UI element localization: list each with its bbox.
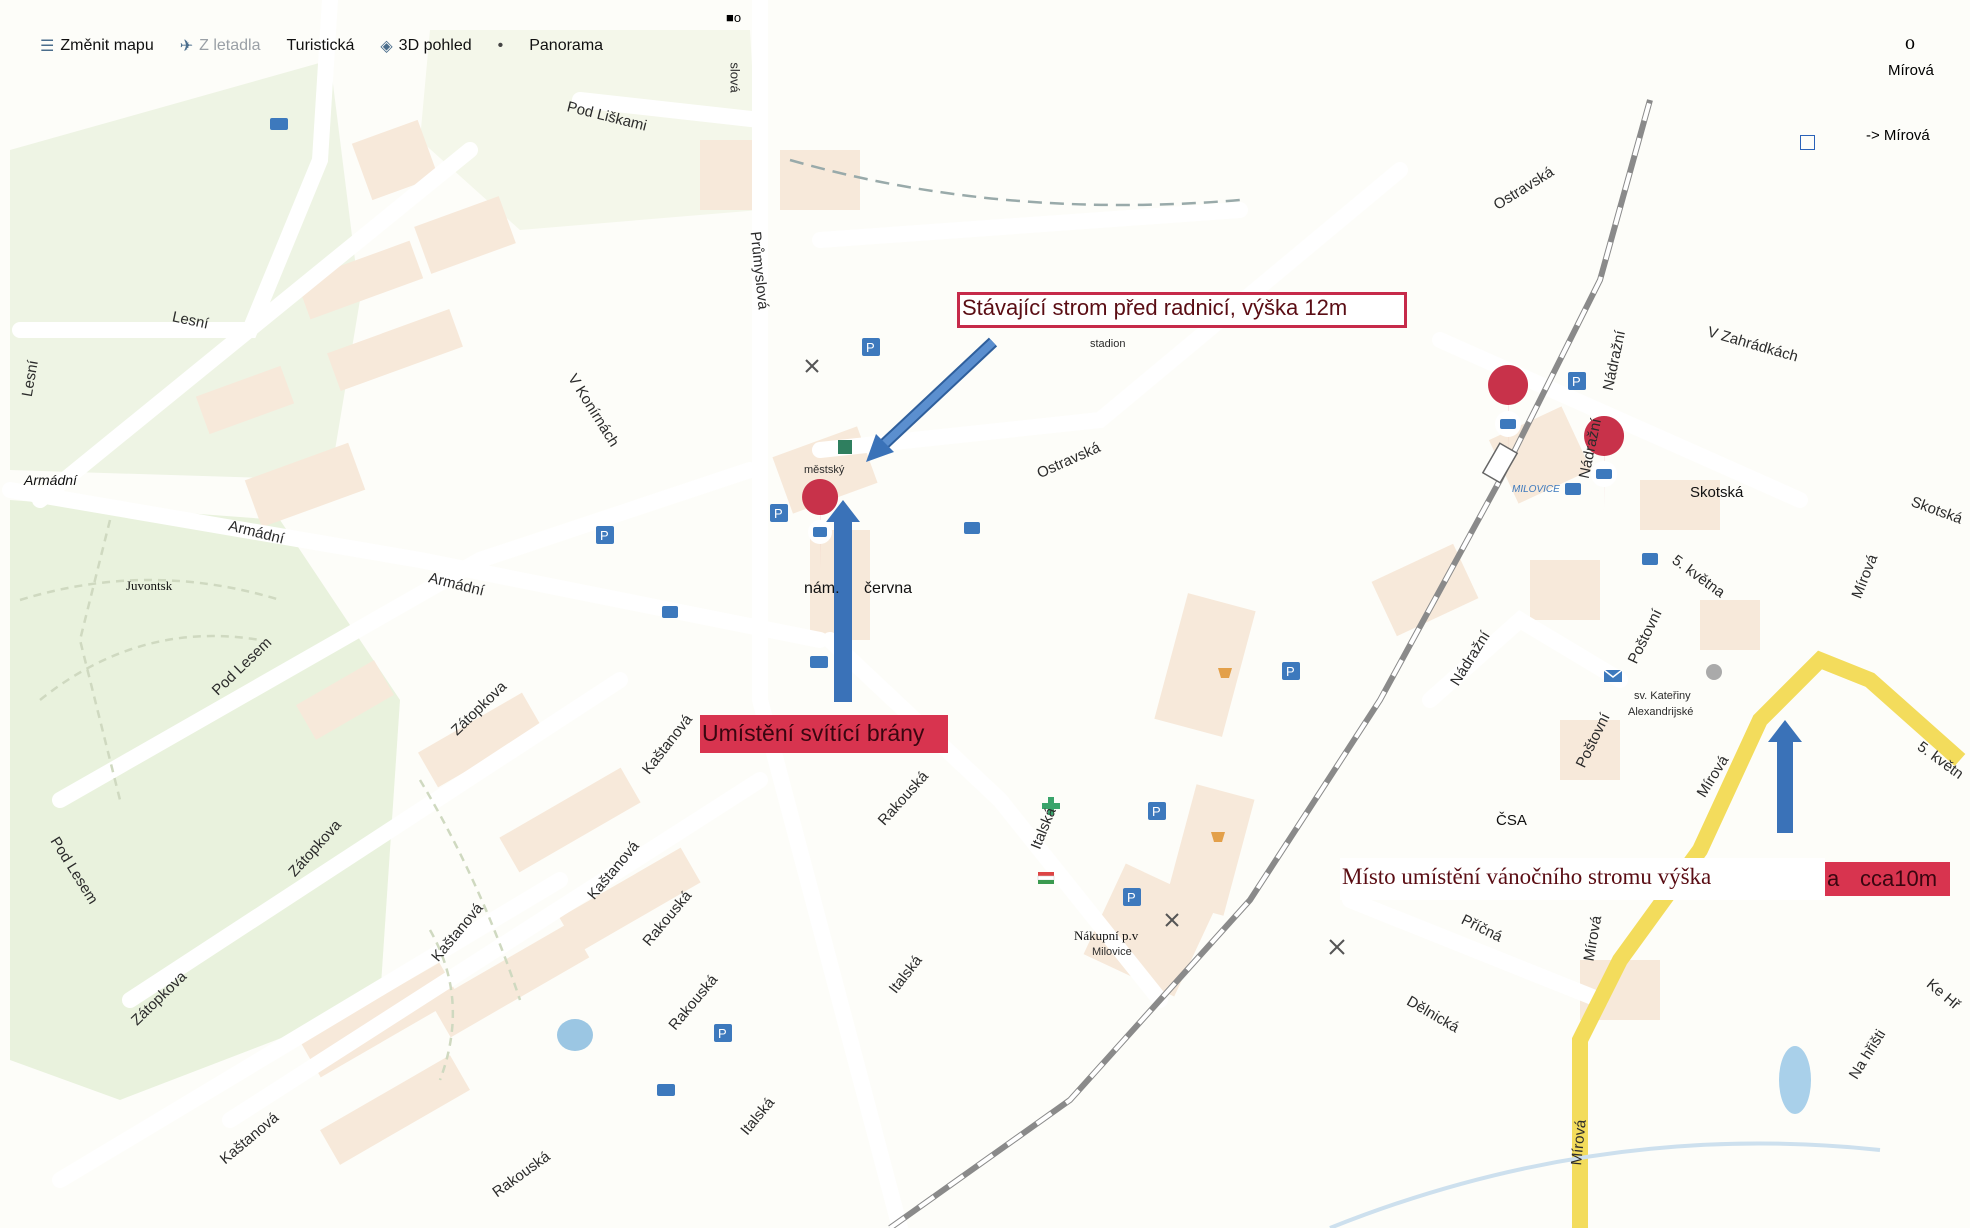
shop-icon: [1211, 668, 1232, 842]
restaurant-icon: [805, 359, 1345, 955]
tourist-map-button[interactable]: Turistická: [287, 37, 355, 55]
main-road-mirova: [1572, 650, 1966, 1228]
place-label: Nákupní p.v: [1074, 928, 1139, 943]
panorama-label: Panorama: [529, 37, 604, 54]
christmas-tree-height: cca10m: [1860, 866, 1938, 891]
station-label: MILOVICE: [1512, 484, 1560, 495]
station-building: [1481, 442, 1519, 484]
change-map-label: Změnit mapu: [60, 37, 154, 54]
christmas-tree-text: Místo umístění vánočního stromu výška: [1342, 864, 1712, 889]
light-gate-callout: Umístění svítící brány: [700, 715, 948, 753]
svg-text:P: P: [1127, 890, 1136, 905]
building-blocks: [195, 119, 1760, 1165]
place-label: stadion: [1090, 338, 1126, 350]
tourist-map-label: Turistická: [286, 37, 355, 54]
svg-text:P: P: [718, 1026, 727, 1041]
callout-mask: [1340, 858, 1825, 900]
corner-street-label: Mírová: [1888, 62, 1934, 79]
place-label: června: [864, 580, 913, 597]
parking-icon: P: [1568, 372, 1586, 390]
svg-text:P: P: [866, 340, 875, 355]
panorama-button[interactable]: Panorama: [529, 37, 603, 55]
church-icon: [1706, 664, 1722, 680]
boundary-line: [789, 158, 1241, 207]
pond: [557, 1019, 593, 1051]
forest-paths: [19, 519, 522, 1081]
place-label: Juvontsk: [126, 578, 173, 593]
railway: [888, 99, 1653, 1228]
parking-icon: P: [862, 338, 880, 356]
svg-text:P: P: [600, 528, 609, 543]
roads: [2, 0, 1808, 1228]
parking-icon: P: [714, 1024, 732, 1042]
arrow-to-gate: [826, 500, 860, 702]
street-label: Skotská: [1690, 484, 1744, 501]
map-pin-icon: [1488, 365, 1529, 462]
arrow-to-tree: [866, 337, 998, 462]
zoom-marker[interactable]: o: [1905, 32, 1915, 54]
navigation-checkbox[interactable]: [1800, 135, 1815, 150]
navigate-to-mirova-link[interactable]: -> Mírová: [1866, 127, 1930, 144]
parking-icon: P: [596, 526, 614, 544]
forest-area: [10, 500, 400, 1100]
change-map-button[interactable]: ☰ Změnit mapu: [40, 36, 154, 56]
map-toolbar: ☰ Změnit mapu ✈ Z letadla Turistická ◈ 3…: [40, 30, 603, 62]
map-pin-icon: [802, 479, 839, 570]
3d-view-label: 3D pohled: [398, 37, 472, 54]
parking-icon: P: [1148, 802, 1166, 820]
flag-icon: [1037, 872, 1055, 884]
parking-icon: P: [1123, 888, 1141, 906]
aerial-view-label: Z letadla: [199, 37, 261, 54]
place-label: Milovice: [1092, 946, 1132, 958]
light-gate-text: Umístění svítící brány: [702, 720, 925, 746]
existing-tree-callout: Stávající strom před radnicí, výška 12m: [957, 292, 1407, 328]
pond: [1779, 1046, 1811, 1114]
place-label: ČSA: [1496, 812, 1527, 829]
svg-text:P: P: [1286, 664, 1295, 679]
existing-tree-text: Stávající strom před radnicí, výška 12m: [962, 295, 1348, 320]
place-label: městský: [804, 464, 845, 476]
pharmacy-icon: [1042, 797, 1060, 815]
parking-icon: P: [770, 504, 788, 522]
place-label: Alexandrijské: [1628, 706, 1694, 718]
place-label: sv. Kateřiny: [1634, 690, 1691, 702]
place-label: nám.: [804, 580, 840, 597]
forest-area: [420, 30, 760, 230]
bus-stop-icon: [270, 118, 1658, 1096]
airplane-icon: ✈: [179, 38, 194, 55]
stream: [1329, 1141, 1881, 1228]
top-marker: ■o: [726, 10, 742, 25]
parking-icon: P: [1282, 662, 1300, 680]
svg-text:P: P: [1572, 374, 1581, 389]
layers-icon: ☰: [40, 38, 55, 55]
mail-icon: [1603, 669, 1623, 682]
svg-text:P: P: [1152, 804, 1161, 819]
toolbar-separator: •: [497, 37, 504, 54]
arrow-to-xmas-tree: [1768, 720, 1802, 833]
christmas-tree-fragment: a: [1827, 866, 1840, 891]
cube-icon: ◈: [380, 38, 393, 55]
3d-view-button[interactable]: ◈ 3D pohled: [380, 36, 471, 56]
map-pin-icon: [1584, 416, 1625, 510]
town-hall-icon: [838, 440, 852, 454]
street-label: slová: [727, 62, 743, 93]
svg-text:P: P: [774, 506, 783, 521]
christmas-tree-callout: Místo umístění vánočního stromu výška a …: [1340, 858, 1950, 900]
aerial-view-button[interactable]: ✈ Z letadla: [180, 36, 261, 56]
street-label: Armádní: [24, 472, 77, 488]
